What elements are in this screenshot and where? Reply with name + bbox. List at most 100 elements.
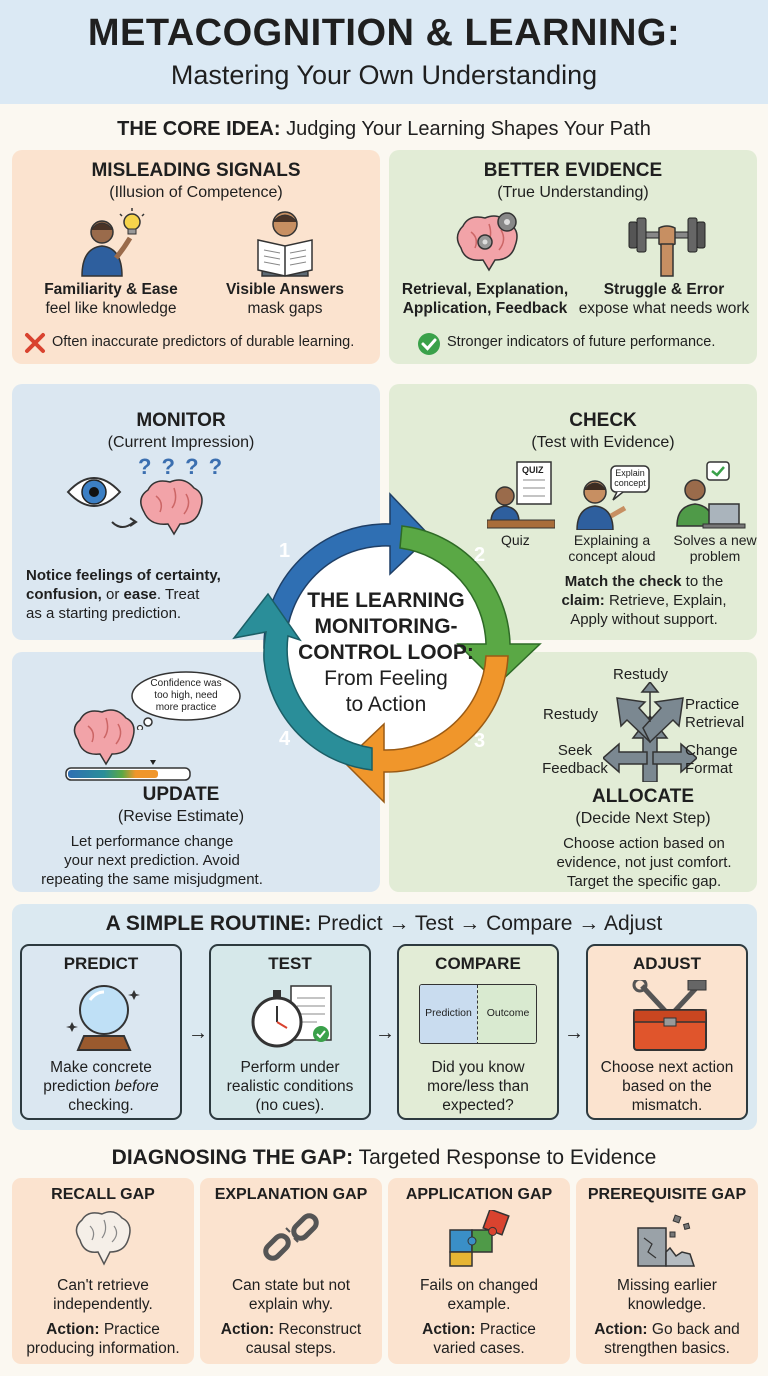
branching-arrows-icon bbox=[603, 682, 697, 782]
page-subtitle: Mastering Your Own Understanding bbox=[170, 60, 598, 90]
update-subtitle: (Revise Estimate) bbox=[117, 808, 245, 825]
familiarity-item: Familiarity & Ease feel like knowledge bbox=[44, 281, 178, 317]
prerequisite-gap-card: PREREQUISITE GAP Missing earlier knowled… bbox=[576, 1178, 758, 1364]
explaining-caption: Explaining a concept aloud bbox=[568, 532, 656, 564]
crumbling-foundation-icon bbox=[637, 1214, 696, 1267]
eye-brain-icon bbox=[66, 477, 203, 536]
application-gap-action: Action: Practice varied cases. bbox=[422, 1321, 536, 1357]
broken-chain-icon bbox=[263, 1213, 319, 1261]
test-description: Perform under realistic conditions (no c… bbox=[226, 1059, 354, 1114]
routine-heading: A SIMPLE ROUTINE: Predict → Test → Compa… bbox=[105, 912, 663, 935]
question-marks: ? ? ? ? bbox=[138, 454, 225, 479]
loop-arrow-teal bbox=[232, 592, 373, 771]
faded-brain-icon bbox=[75, 1211, 131, 1266]
loop-step-2: 2 bbox=[474, 544, 486, 566]
header-banner: METACOGNITION & LEARNING: Mastering Your… bbox=[0, 0, 768, 104]
routine-arrow-1: → bbox=[188, 1022, 208, 1044]
adjust-description: Choose next action based on the mismatch… bbox=[600, 1059, 734, 1114]
gaps-heading: DIAGNOSING THE GAP: Targeted Response to… bbox=[111, 1146, 657, 1169]
explanation-gap-action: Action: Reconstruct causal steps. bbox=[220, 1321, 362, 1357]
misleading-note: Often inaccurate predictors of durable l… bbox=[52, 334, 355, 350]
better-evidence-subtitle: (True Understanding) bbox=[497, 184, 649, 201]
dumbbell-icon bbox=[628, 217, 706, 277]
compare-card: COMPARE Prediction Outcome Did you know … bbox=[397, 944, 559, 1120]
confidence-meter-icon bbox=[65, 760, 191, 781]
better-evidence-title: BETTER EVIDENCE bbox=[483, 160, 663, 181]
misleading-signals-title: MISLEADING SIGNALS bbox=[91, 160, 301, 181]
stopwatch-document-icon bbox=[251, 985, 332, 1048]
adjust-card: ADJUST Choose next action based on the m… bbox=[586, 944, 748, 1120]
check-subtitle: (Test with Evidence) bbox=[531, 434, 675, 451]
monitor-description: Notice feelings of certainty, confusion,… bbox=[26, 567, 221, 622]
quiz-sign: QUIZ bbox=[522, 465, 544, 475]
loop-step-4: 4 bbox=[279, 728, 291, 750]
application-gap-card: APPLICATION GAP Fails on changed example… bbox=[388, 1178, 570, 1364]
outcome-label: Outcome bbox=[486, 1007, 530, 1019]
routine-arrow-3: → bbox=[564, 1022, 584, 1044]
predict-title: PREDICT bbox=[63, 954, 139, 973]
prerequisite-gap-title: PREREQUISITE GAP bbox=[587, 1186, 747, 1203]
loop-arrow-green bbox=[399, 525, 542, 686]
compare-description: Did you know more/less than expected? bbox=[427, 1059, 529, 1114]
quiz-person-icon bbox=[487, 461, 555, 529]
prerequisite-gap-description: Missing earlier knowledge. bbox=[617, 1277, 717, 1313]
page-title: METACOGNITION & LEARNING: bbox=[87, 12, 681, 54]
brain-icon bbox=[73, 709, 135, 766]
puzzle-icon bbox=[449, 1210, 510, 1267]
solves-caption: Solves a new problem bbox=[673, 532, 757, 564]
recall-gap-card: RECALL GAP Can't retrieve independently.… bbox=[12, 1178, 194, 1364]
loop-step-1: 1 bbox=[279, 540, 291, 562]
compare-title: COMPARE bbox=[435, 954, 521, 973]
red-x-icon bbox=[25, 333, 45, 353]
prerequisite-gap-action: Action: Go back and strengthen basics. bbox=[594, 1321, 740, 1357]
crystal-ball-icon bbox=[66, 985, 140, 1051]
allocate-description: Choose action based on evidence, not jus… bbox=[556, 835, 732, 890]
recall-gap-action: Action: Practice producing information. bbox=[26, 1321, 180, 1357]
quiz-caption: Quiz bbox=[501, 532, 530, 548]
option-restudy-left: Restudy bbox=[543, 706, 599, 723]
explanation-gap-title: EXPLANATION GAP bbox=[214, 1186, 368, 1203]
brain-gears-icon bbox=[456, 212, 518, 272]
person-lightbulb-icon bbox=[81, 208, 145, 277]
loop-ring bbox=[232, 492, 542, 804]
comparison-chart: Prediction Outcome bbox=[419, 984, 537, 1044]
green-check-icon bbox=[418, 333, 440, 355]
check-description: Match the check to the claim: Retrieve, … bbox=[561, 573, 727, 628]
person-reading-icon bbox=[257, 211, 313, 277]
explain-bubble: Explain concept bbox=[614, 468, 646, 488]
recall-gap-description: Can't retrieve independently. bbox=[53, 1277, 153, 1313]
prediction-label: Prediction bbox=[425, 1007, 472, 1019]
predict-description: Make concrete prediction before checking… bbox=[43, 1059, 159, 1114]
core-idea-heading: THE CORE IDEA: Judging Your Learning Sha… bbox=[117, 118, 651, 140]
misleading-signals-panel: MISLEADING SIGNALS (Illusion of Competen… bbox=[12, 150, 380, 364]
adjust-title: ADJUST bbox=[632, 954, 701, 973]
application-gap-title: APPLICATION GAP bbox=[405, 1186, 553, 1203]
check-title: CHECK bbox=[569, 410, 637, 431]
allocate-subtitle: (Decide Next Step) bbox=[575, 810, 711, 827]
loop-center-title: THE LEARNING MONITORING- CONTROL LOOP: F… bbox=[298, 589, 474, 716]
toolbox-icon bbox=[632, 980, 707, 1051]
loop-arrow-blue bbox=[263, 492, 432, 649]
loop-step-3: 3 bbox=[474, 730, 486, 752]
test-card: TEST Perform under realistic conditions … bbox=[209, 944, 371, 1120]
test-title: TEST bbox=[268, 954, 312, 973]
better-evidence-panel: BETTER EVIDENCE (True Understanding) Ret… bbox=[389, 150, 757, 364]
struggle-item: Struggle & Error expose what needs work bbox=[578, 281, 750, 317]
allocate-title: ALLOCATE bbox=[591, 786, 695, 807]
laptop-person-icon bbox=[676, 461, 746, 529]
retrieval-item: Retrieval, Explanation, Application, Fee… bbox=[401, 281, 569, 317]
option-practice-retrieval: Practice Retrieval bbox=[685, 696, 745, 731]
option-change-format: Change Format bbox=[685, 742, 738, 777]
monitor-subtitle: (Current Impression) bbox=[107, 434, 255, 451]
application-gap-description: Fails on changed example. bbox=[419, 1277, 539, 1313]
option-restudy-top: Restudy bbox=[613, 666, 669, 683]
explanation-gap-description: Can state but not explain why. bbox=[231, 1277, 351, 1313]
thought-bubble-icon bbox=[131, 671, 241, 730]
update-description: Let performance change your next predict… bbox=[41, 833, 263, 888]
explaining-person-icon bbox=[576, 465, 650, 530]
update-bubble-text: Confidence was too high, need more pract… bbox=[150, 678, 222, 713]
loop-arrow-orange bbox=[342, 655, 509, 804]
update-title: UPDATE bbox=[142, 784, 220, 805]
routine-arrow-2: → bbox=[375, 1022, 395, 1044]
recall-gap-title: RECALL GAP bbox=[51, 1186, 155, 1203]
